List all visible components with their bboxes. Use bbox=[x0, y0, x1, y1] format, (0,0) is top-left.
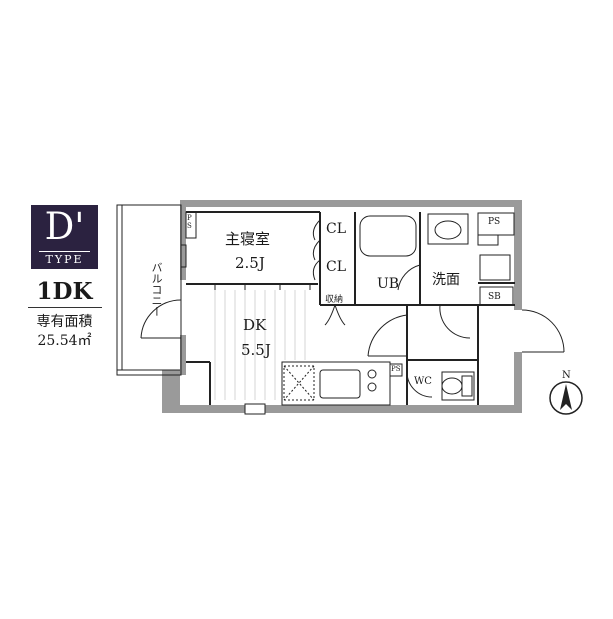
unit-bath-label: UB bbox=[377, 276, 400, 292]
walls bbox=[162, 200, 522, 413]
area-value: 25.54㎡ bbox=[37, 333, 92, 349]
toilet bbox=[389, 363, 475, 401]
bedroom-size: 2.5J bbox=[235, 254, 265, 272]
bathtub bbox=[359, 215, 417, 257]
kitchen-counter bbox=[281, 361, 391, 406]
closet-1-label: CL bbox=[326, 221, 347, 237]
ps-kitchen-label: PS bbox=[391, 365, 401, 373]
bedroom-name: 主寝室 bbox=[225, 230, 271, 248]
storage-label: 収納 bbox=[325, 295, 344, 305]
balcony-label: バルコニー bbox=[150, 262, 163, 317]
layout-label: 1DK bbox=[36, 278, 93, 305]
type-badge: D' TYPE bbox=[31, 205, 98, 269]
bath-doors bbox=[367, 264, 471, 357]
shoe-box-label: SB bbox=[488, 292, 501, 302]
type-letter: D' bbox=[44, 205, 85, 248]
dk-flooring bbox=[214, 290, 306, 400]
closet-2-label: CL bbox=[326, 259, 347, 275]
compass-label: N bbox=[562, 370, 571, 381]
window bbox=[244, 403, 266, 415]
area-label: 専有面積 bbox=[36, 314, 93, 330]
type-word: TYPE bbox=[39, 251, 90, 266]
bedroom-doors bbox=[214, 284, 311, 290]
dk-size: 5.5J bbox=[241, 341, 271, 359]
divider bbox=[28, 307, 102, 308]
entrance-door bbox=[479, 286, 565, 353]
toilet-label: WC bbox=[414, 376, 432, 387]
wash-fixtures bbox=[427, 212, 515, 281]
ps-box-bedroom bbox=[185, 211, 197, 239]
ps-bedroom-label: PS bbox=[187, 214, 192, 230]
balcony-door bbox=[140, 244, 187, 339]
dk-name: DK bbox=[243, 316, 267, 334]
ps-wash-label: PS bbox=[488, 217, 501, 227]
balcony bbox=[116, 204, 182, 376]
compass-icon bbox=[549, 381, 583, 415]
closet-doors bbox=[312, 219, 346, 326]
partitions bbox=[186, 211, 515, 405]
washroom-label: 洗面 bbox=[432, 272, 460, 288]
